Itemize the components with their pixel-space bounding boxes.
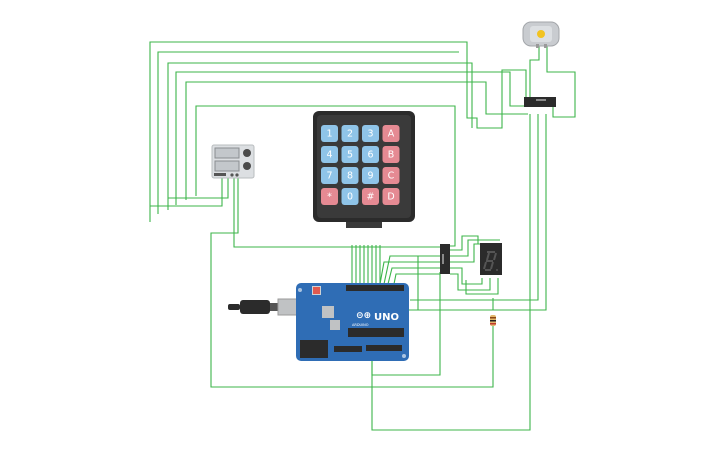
keypad-key[interactable]: D [382, 188, 400, 205]
keypad-key[interactable]: 5 [341, 146, 359, 163]
keypad-key-label: D [387, 192, 394, 203]
keypad-key-label: 6 [367, 150, 373, 161]
keypad-key[interactable]: B [382, 146, 400, 163]
keypad-key-label: 3 [367, 129, 373, 140]
keypad-key[interactable]: 3 [362, 125, 379, 142]
keypad-key[interactable]: 6 [362, 146, 379, 163]
arduino-logo: ⊝⊕ [356, 311, 371, 321]
keypad-key[interactable]: C [382, 167, 400, 184]
keypad-key-label: 0 [347, 192, 353, 203]
keypad-key[interactable]: A [382, 125, 400, 142]
wires [149, 41, 576, 431]
keypad-key-label: 4 [326, 150, 332, 161]
arduino-logo-text: ARDUINO [352, 323, 369, 327]
keypad-key-label: 5 [347, 150, 353, 161]
arduino-uno-board[interactable]: ⊝⊕ UNO ARDUINO [296, 283, 409, 361]
keypad-key[interactable]: 2 [341, 125, 359, 142]
keypad-key-label: 8 [347, 171, 353, 182]
keypad-key[interactable]: * [321, 188, 338, 205]
button-module[interactable] [211, 144, 255, 179]
keypad-key[interactable]: 8 [341, 167, 359, 184]
keypad-key-label: C [388, 171, 395, 182]
keypad-key[interactable]: # [362, 188, 379, 205]
keypad-key-label: 2 [347, 129, 353, 140]
keypad-key[interactable]: 7 [321, 167, 338, 184]
usb-cable [228, 298, 301, 316]
resistor[interactable] [490, 315, 496, 326]
keypad: 1 2 3 A 4 5 6 B 7 8 9 C * 0 # D [313, 111, 415, 228]
shift-register-ic[interactable] [440, 244, 450, 274]
keypad-key-label: 7 [326, 171, 332, 182]
dc-motor[interactable] [522, 21, 560, 48]
keypad-key-label: 9 [367, 171, 373, 182]
keypad-key-label: * [327, 192, 332, 203]
keypad-key[interactable]: 0 [341, 188, 359, 205]
keypad-key[interactable]: 4 [321, 146, 338, 163]
keypad-key-label: B [388, 150, 395, 161]
arduino-brand: UNO [374, 312, 399, 323]
keypad-key-label: 1 [326, 129, 332, 140]
seven-segment-display[interactable] [480, 243, 502, 275]
motor-driver-ic[interactable] [524, 97, 556, 107]
keypad-key[interactable]: 1 [321, 125, 338, 142]
keypad-key[interactable]: 9 [362, 167, 379, 184]
keypad-key-label: A [388, 129, 395, 140]
keypad-key-label: # [367, 192, 375, 203]
